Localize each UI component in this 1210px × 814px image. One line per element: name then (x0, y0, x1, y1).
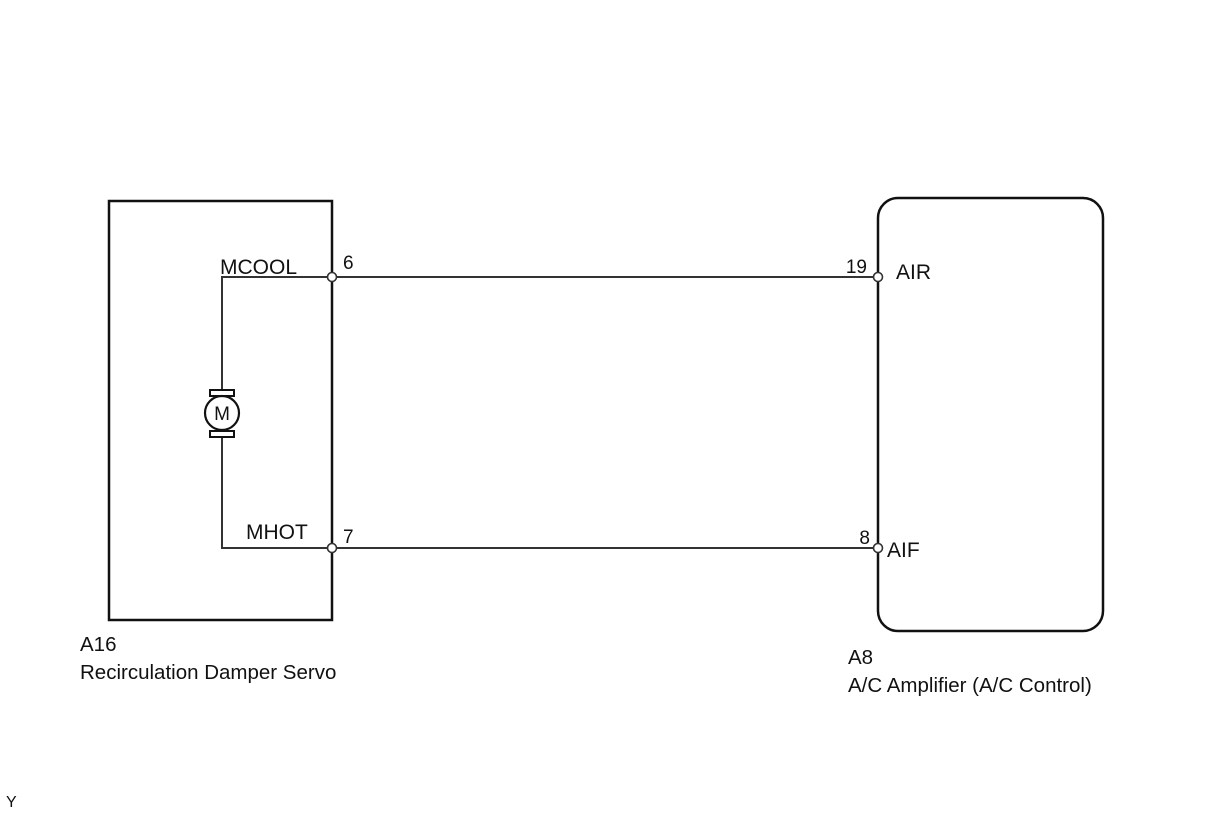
terminal-servo-7 (326, 542, 338, 554)
servo-signal-mcool: MCOOL (220, 256, 297, 279)
amplifier-signal-air: AIR (896, 261, 931, 284)
amplifier-signal-aif: AIF (887, 539, 920, 562)
terminal-servo-6 (326, 271, 338, 283)
servo-name: Recirculation Damper Servo (80, 661, 336, 684)
amplifier-code: A8 (848, 646, 873, 669)
servo-component: M MCOOL MHOT 6 7 A16 Recirculation Dampe… (80, 199, 354, 684)
servo-internal-wire-bottom (221, 436, 332, 549)
servo-pin-7: 7 (343, 527, 354, 548)
terminal-amplifier-19 (872, 271, 884, 283)
servo-pin-6: 6 (343, 253, 354, 274)
servo-internal-wire-top (221, 276, 332, 392)
footnote-mark: Y (6, 794, 17, 811)
servo-code: A16 (80, 633, 116, 656)
amplifier-pin-8: 8 (859, 528, 870, 549)
amplifier-pin-19: 19 (846, 257, 867, 278)
terminal-amplifier-8 (872, 542, 884, 554)
amplifier-name: A/C Amplifier (A/C Control) (848, 674, 1092, 697)
motor-icon: M (203, 389, 241, 438)
servo-box (107, 199, 334, 622)
amplifier-component: 19 8 AIR AIF A8 A/C Amplifier (A/C Contr… (846, 196, 1105, 697)
servo-signal-mhot: MHOT (246, 521, 308, 544)
amplifier-box (876, 196, 1105, 633)
motor-symbol-letter: M (214, 404, 230, 425)
